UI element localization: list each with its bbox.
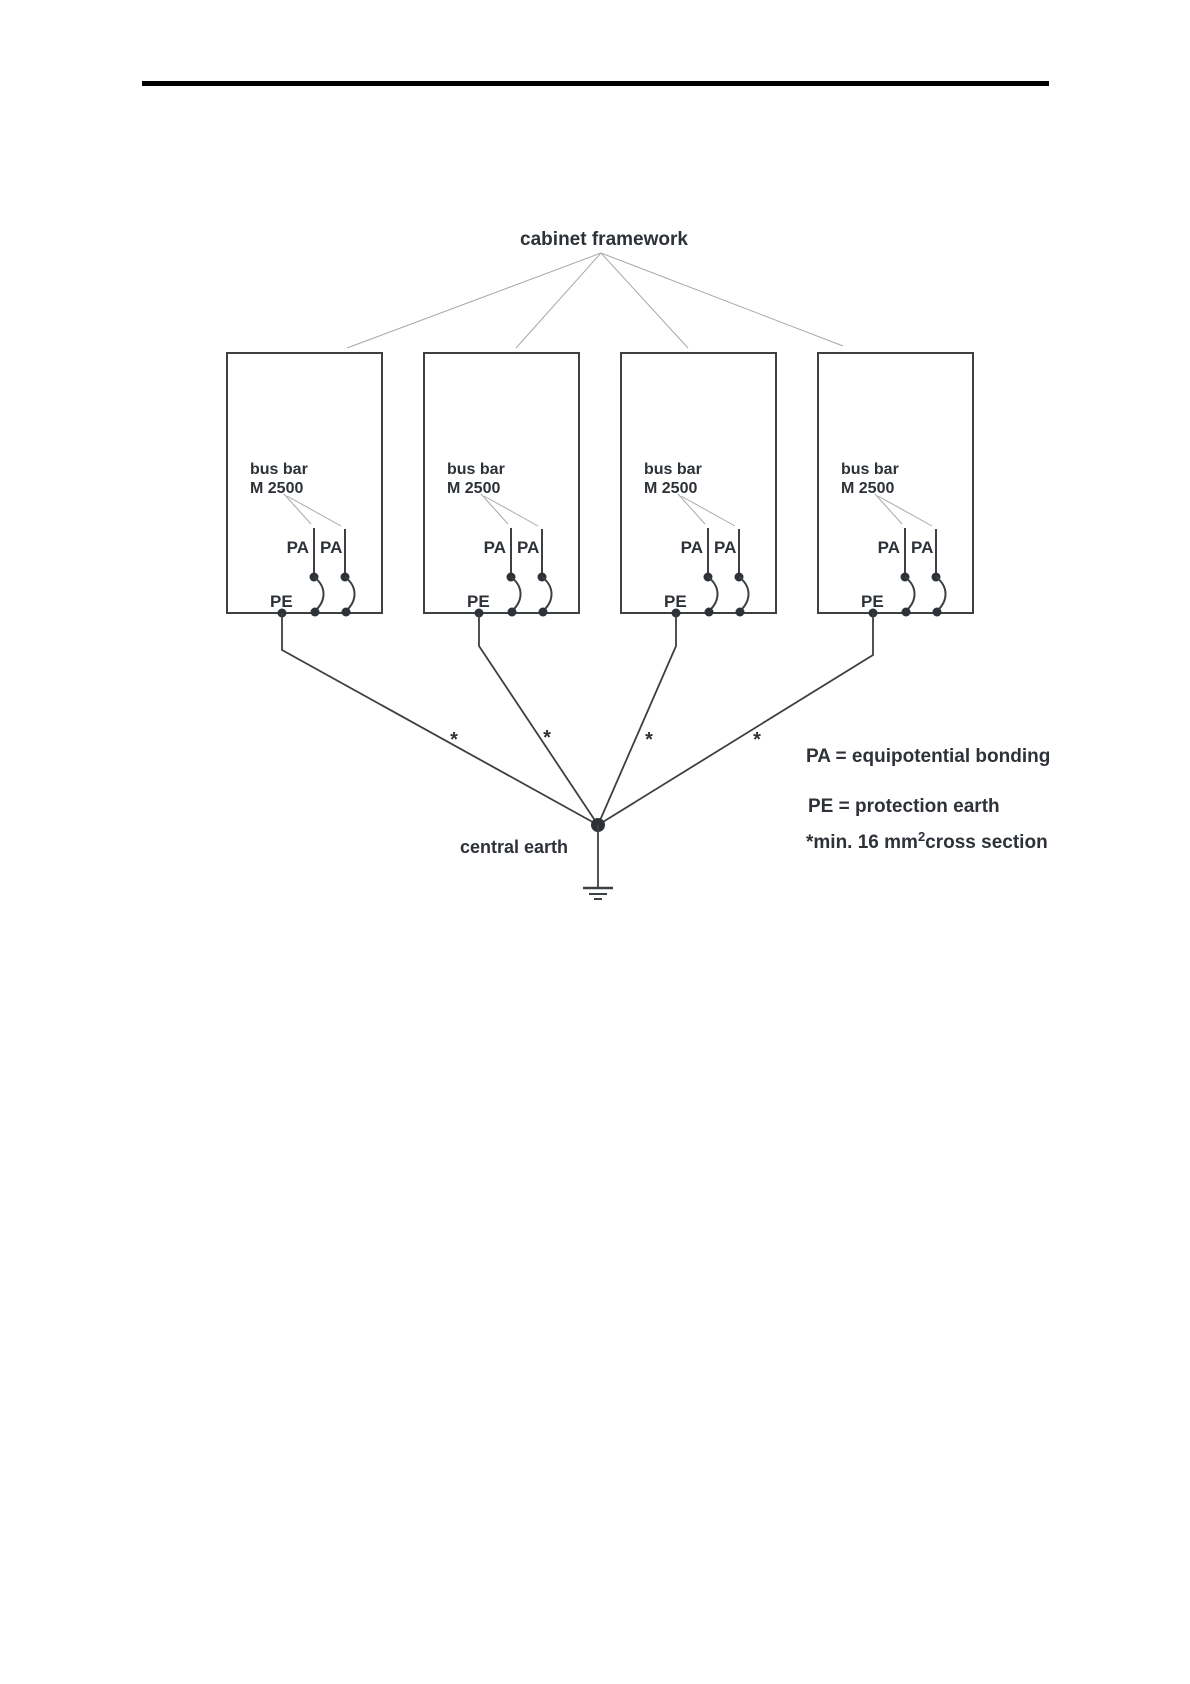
connection-dot <box>507 607 517 617</box>
bus-bar-leader-line <box>480 493 509 525</box>
bus-bar-leader-line <box>283 493 312 525</box>
bonding-strap <box>935 576 947 612</box>
pe-conductor-4 <box>597 613 874 826</box>
fan-line-3 <box>600 252 689 349</box>
pa-label-left: PA <box>681 538 703 557</box>
fan-line-2 <box>515 252 602 349</box>
bonding-strap <box>904 576 916 612</box>
cabinet-frame <box>817 352 974 614</box>
bonding-strap <box>344 576 356 612</box>
pe-label: PE <box>664 592 687 611</box>
conductor-markers: * * * * <box>450 727 761 751</box>
pa-label-right: PA <box>517 538 539 557</box>
pa-label-left: PA <box>878 538 900 557</box>
central-earth-label: central earth <box>460 837 568 857</box>
pe-conductors <box>281 613 874 826</box>
cabinet-frame <box>620 352 777 614</box>
pe-label: PE <box>467 592 490 611</box>
earth-ground-icon <box>583 886 613 900</box>
pa-label-right: PA <box>714 538 736 557</box>
bonding-strap <box>541 576 553 612</box>
pa-label-left: PA <box>287 538 309 557</box>
pe-conductor-3 <box>597 613 677 826</box>
central-earth: central earth <box>460 818 613 900</box>
bus-bar-leader-line <box>483 495 539 527</box>
pe-conductor-2 <box>478 613 599 826</box>
connection-dot <box>932 607 942 617</box>
connection-dot <box>341 607 351 617</box>
bus-bar-model-label: M 2500 <box>447 480 500 497</box>
bus-bar-leader-line <box>677 493 706 525</box>
note-suffix: cross section <box>925 832 1048 853</box>
bus-bar-leader-line <box>680 495 736 527</box>
cabinet-3: bus bar M 2500 PA PA PE <box>620 352 777 618</box>
bonding-strap <box>313 576 325 612</box>
title-fan-lines <box>346 252 844 349</box>
bus-bar-model-label: M 2500 <box>644 480 697 497</box>
bonding-strap <box>738 576 750 612</box>
legend-cross-section-note: *min. 16 mm2cross section <box>806 829 1048 854</box>
page-header-rule <box>142 81 1049 86</box>
bus-bar-model-label: M 2500 <box>841 480 894 497</box>
asterisk-marker: * <box>450 729 458 751</box>
fan-line-4 <box>600 252 844 347</box>
bus-bar-leader-line <box>874 493 903 525</box>
pe-conductor-1 <box>281 613 599 826</box>
connection-dot <box>704 607 714 617</box>
asterisk-marker: * <box>645 729 653 751</box>
connection-dot <box>538 607 548 617</box>
pa-label-right: PA <box>911 538 933 557</box>
legend-pa-definition: PA = equipotential bonding <box>806 746 1051 767</box>
connection-dot <box>735 607 745 617</box>
bus-bar-leader-line <box>286 495 342 527</box>
bus-bar-leader-line <box>877 495 933 527</box>
pa-label-right: PA <box>320 538 342 557</box>
cabinet-2: bus bar M 2500 PA PA PE <box>423 352 580 618</box>
asterisk-marker: * <box>543 727 551 749</box>
pe-label: PE <box>270 592 293 611</box>
pa-label-left: PA <box>484 538 506 557</box>
bus-bar-label: bus bar <box>644 461 702 478</box>
fan-line-1 <box>346 252 602 349</box>
bonding-strap <box>707 576 719 612</box>
diagram-title: cabinet framework <box>520 229 688 250</box>
note-prefix: *min. 16 mm <box>806 832 918 853</box>
bonding-strap <box>510 576 522 612</box>
cabinet-4: bus bar M 2500 PA PA PE <box>817 352 974 618</box>
asterisk-marker: * <box>753 729 761 751</box>
cabinet-frame <box>226 352 383 614</box>
cabinet-1: bus bar M 2500 PA PA PE <box>226 352 383 618</box>
bus-bar-label: bus bar <box>841 461 899 478</box>
bus-bar-label: bus bar <box>447 461 505 478</box>
cabinet-frame <box>423 352 580 614</box>
grounding-diagram: cabinet framework bus bar M 2500 PA PA <box>226 229 974 900</box>
pe-label: PE <box>861 592 884 611</box>
bus-bar-model-label: M 2500 <box>250 480 303 497</box>
legend-pe-definition: PE = protection earth <box>808 796 1000 817</box>
connection-dot <box>310 607 320 617</box>
note-superscript: 2 <box>917 829 926 844</box>
connection-dot <box>901 607 911 617</box>
bus-bar-label: bus bar <box>250 461 308 478</box>
